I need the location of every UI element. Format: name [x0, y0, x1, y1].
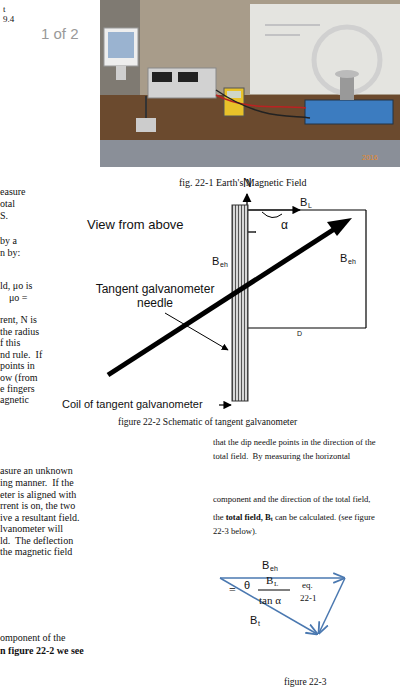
- diagram-label: B: [300, 196, 307, 209]
- vector-triangle: [220, 578, 345, 634]
- body-text: S.: [0, 210, 8, 222]
- fraction-bar: [258, 590, 290, 591]
- body-text: lvanometer will: [0, 523, 63, 535]
- body-text: ing manner. If the: [0, 477, 74, 489]
- body-text: ld. The deflection: [0, 535, 73, 547]
- body-text: that the dip needle points in the direct…: [213, 438, 376, 448]
- body-text: eter is aligned with: [0, 489, 76, 501]
- diagram-label: Coil of tangent galvanometer: [62, 398, 203, 411]
- diagram-label: Tangent galvanometer needle: [90, 283, 220, 311]
- vector-box: [247, 210, 366, 328]
- body-text: asure an unknown: [0, 465, 73, 477]
- body-text: agnetic: [0, 394, 29, 406]
- diagram-label: N: [243, 177, 252, 191]
- body-text: omponent of the: [0, 632, 66, 644]
- galvanometer-coil: [232, 205, 248, 401]
- body-text: ow (from: [0, 372, 38, 384]
- equation-text: eq.: [302, 580, 313, 590]
- equation-text: tan α: [259, 594, 281, 607]
- equation-text: B: [266, 574, 273, 587]
- body-text: f this: [0, 337, 20, 349]
- lab-photo: [100, 0, 400, 167]
- body-text: n figure 22-2 we see: [0, 645, 84, 657]
- diagram-label: B: [340, 252, 347, 265]
- figure-caption: figure 22-3: [284, 677, 326, 688]
- body-text: total field, B: [226, 513, 271, 523]
- diagram-label: B: [212, 255, 219, 268]
- diagram-label: View from above: [87, 218, 184, 233]
- body-text: the magnetic field: [0, 546, 72, 558]
- vector-label: θ: [244, 579, 250, 592]
- diagram-label: L: [308, 202, 312, 210]
- body-text: nd rule. If: [0, 349, 42, 361]
- diagram-label: α: [281, 219, 288, 233]
- equation-text: 22-1: [300, 593, 317, 603]
- coil-leader: [219, 404, 231, 405]
- diagram-label: eh: [348, 258, 356, 266]
- vector-label: t: [258, 620, 260, 628]
- needle-leader: [165, 313, 228, 350]
- body-text: by a: [0, 235, 17, 247]
- figure-caption: figure 22-2 Schematic of tangent galvano…: [118, 417, 297, 428]
- body-text: the: [213, 513, 226, 523]
- page-counter: 1 of 2: [41, 25, 79, 42]
- body-text: total field. By measuring the horizontal: [213, 452, 350, 462]
- body-text: ld, μo is: [0, 280, 32, 292]
- body-text: rent, N is: [0, 314, 37, 326]
- equation-text: L: [274, 580, 278, 588]
- figure-caption: fig. 22-1 Earth's Magnetic Field: [179, 177, 307, 189]
- body-text: e fingers: [0, 383, 35, 395]
- body-text: t: [271, 516, 273, 523]
- vector-label: B: [250, 614, 257, 627]
- diagram-label: D: [297, 330, 302, 338]
- body-text: component and the direction of the total…: [213, 495, 371, 505]
- body-text: easure: [0, 186, 26, 198]
- page-number: 9.4: [3, 14, 14, 24]
- page-number: t: [3, 4, 6, 14]
- body-text: 22-3 below).: [213, 527, 257, 537]
- vector-label: B: [262, 559, 269, 572]
- body-text: points in: [0, 360, 35, 372]
- body-text: can be calculated. (see figure: [273, 513, 375, 523]
- body-text: otal: [0, 198, 15, 210]
- photo-date: 2016: [362, 154, 378, 162]
- body-text: n by:: [0, 247, 20, 259]
- diagram-label: eh: [220, 261, 228, 269]
- body-text: μo =: [9, 292, 28, 304]
- body-text: the radius: [0, 326, 39, 338]
- body-text: rrent is on, the two: [0, 500, 75, 512]
- equation-text: =: [229, 584, 236, 598]
- vector-label: eh: [270, 565, 278, 573]
- body-text: ive a resultant field.: [0, 512, 79, 524]
